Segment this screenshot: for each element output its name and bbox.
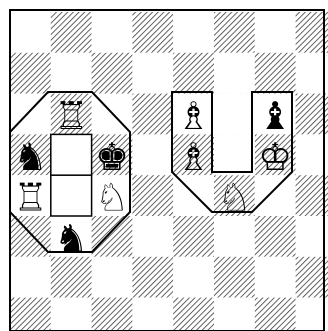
light-square [51, 298, 92, 331]
light-square [214, 53, 255, 94]
dark-square [92, 216, 133, 257]
white-king-g5-icon[interactable]: ♔ [258, 135, 292, 179]
dark-square [92, 298, 133, 331]
blank-b5 [51, 134, 92, 175]
white-knight-c4-icon[interactable]: ♘ [95, 176, 129, 220]
black-knight-a5-icon[interactable]: ♞ [13, 135, 47, 179]
dark-square [10, 216, 51, 257]
light-square [132, 134, 173, 175]
black-knight-b3-icon[interactable]: ♞ [54, 216, 88, 260]
dark-square [132, 12, 173, 53]
light-square [10, 94, 51, 135]
white-knight-f4-icon[interactable]: ♘ [217, 176, 251, 220]
light-square [132, 298, 173, 331]
dark-square [51, 12, 92, 53]
light-square [255, 257, 296, 298]
black-bishop-g6-icon[interactable]: ♝ [258, 94, 292, 138]
light-square [10, 257, 51, 298]
light-square [51, 53, 92, 94]
dark-square [92, 53, 133, 94]
light-square [214, 298, 255, 331]
black-king-c5-icon[interactable]: ♚ [95, 135, 129, 179]
light-square [173, 12, 214, 53]
light-square [92, 257, 133, 298]
white-bishop-e5-icon[interactable]: ♗ [177, 135, 211, 179]
dark-square [173, 53, 214, 94]
white-rook-a4-icon[interactable]: ♖ [13, 176, 47, 220]
blank-f5 [214, 134, 255, 175]
dark-square [173, 298, 214, 331]
blank-f6 [214, 94, 255, 135]
light-square [173, 257, 214, 298]
dark-square [10, 53, 51, 94]
light-square [255, 175, 296, 216]
light-square [132, 216, 173, 257]
dark-square [255, 53, 296, 94]
dark-square [10, 298, 51, 331]
light-square [173, 175, 214, 216]
dark-square [255, 298, 296, 331]
light-square [92, 12, 133, 53]
light-square [255, 12, 296, 53]
white-rook-b6-icon[interactable]: ♖ [54, 94, 88, 138]
white-bishop-e6-icon[interactable]: ♗ [177, 94, 211, 138]
light-square [10, 12, 51, 53]
blank-b4 [51, 175, 92, 216]
light-square [132, 53, 173, 94]
dark-square [214, 12, 255, 53]
dark-square [173, 216, 214, 257]
dark-square [132, 257, 173, 298]
dark-square [255, 216, 296, 257]
dark-square [132, 175, 173, 216]
dark-square [51, 257, 92, 298]
light-square [214, 216, 255, 257]
dark-square [214, 257, 255, 298]
dark-square [132, 94, 173, 135]
